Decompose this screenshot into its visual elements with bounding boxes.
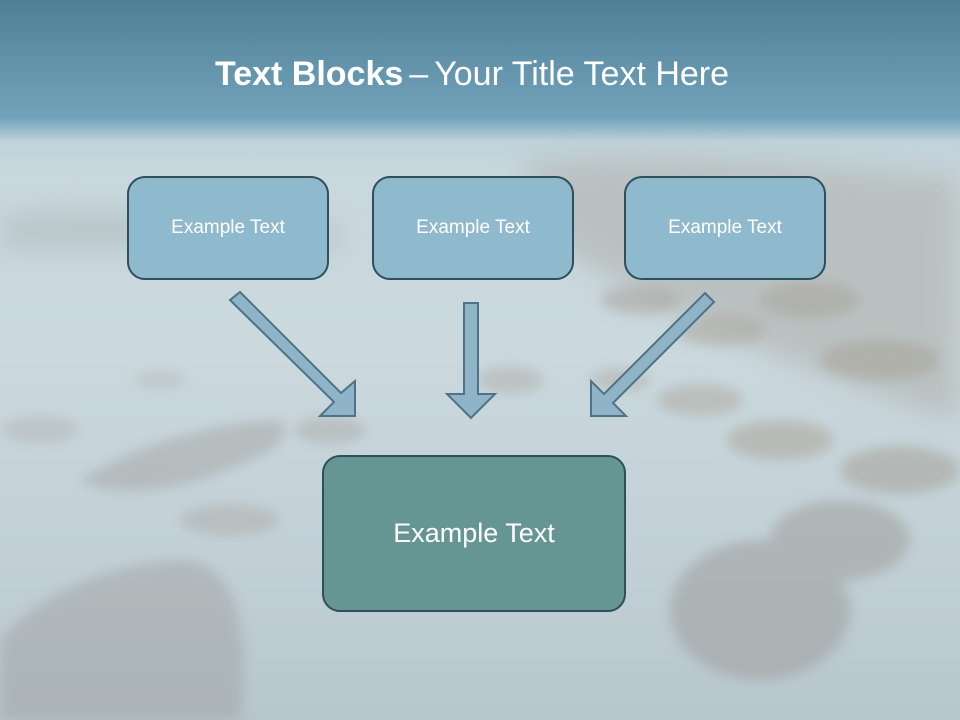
text-block-3-label: Example Text (668, 217, 782, 238)
slide-title: Text Blocks–Your Title Text Here (0, 52, 944, 96)
title-bold-part: Text Blocks (214, 55, 404, 93)
text-block-1[interactable]: Example Text (127, 176, 329, 280)
text-block-3[interactable]: Example Text (624, 176, 826, 280)
text-block-1-label: Example Text (171, 217, 285, 238)
summary-block-label: Example Text (393, 518, 555, 548)
title-separator: – (409, 55, 429, 93)
text-block-2-label: Example Text (416, 217, 530, 238)
text-block-2[interactable]: Example Text (372, 176, 574, 280)
summary-block[interactable]: Example Text (322, 455, 626, 612)
title-text: Your Title Text Here (434, 55, 730, 93)
